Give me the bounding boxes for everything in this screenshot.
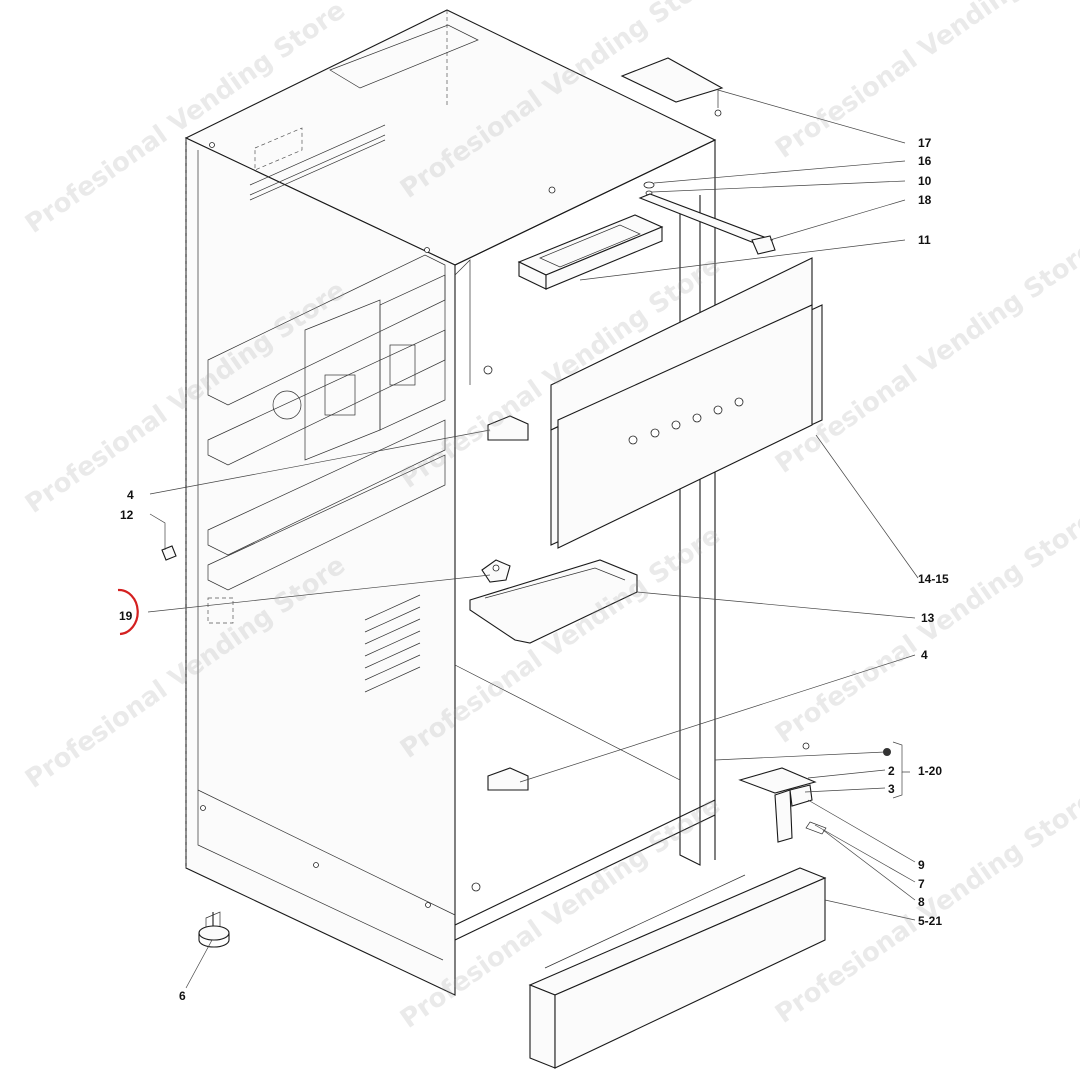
part-4-bracket-lower [487, 767, 529, 791]
callout-11: 11 [918, 233, 931, 247]
callout-16: 16 [918, 154, 932, 168]
cabinet-body [184, 9, 717, 996]
part-12-small-part [161, 545, 177, 561]
callout-1-20: 1-20 [918, 764, 943, 778]
callout-4-lower: 4 [921, 648, 928, 662]
part-11-tray [517, 214, 664, 290]
callout-10: 10 [918, 174, 932, 188]
part-4-bracket-upper [487, 415, 529, 441]
callout-2: 2 [888, 764, 895, 778]
part-2-hinge-plate [738, 742, 817, 794]
callout-14-15: 14-15 [918, 572, 949, 586]
callout-4-upper: 4 [127, 488, 134, 502]
highlight-circle [117, 588, 139, 636]
callout-8: 8 [918, 895, 925, 909]
part-19-clip [481, 559, 511, 583]
part-5-21-base-cover [528, 867, 827, 1069]
part-14-15-panel [550, 257, 823, 549]
part-6-foot [198, 911, 230, 948]
callout-9: 9 [918, 858, 925, 872]
callout-18: 18 [918, 193, 932, 207]
part-13-shelf [469, 559, 638, 644]
callout-7: 7 [918, 877, 925, 891]
callout-3: 3 [888, 782, 895, 796]
callout-12: 12 [120, 508, 134, 522]
callout-19: 19 [119, 609, 133, 623]
callout-5-21: 5-21 [918, 914, 943, 928]
part-7-8-screw [805, 821, 827, 835]
part-17-top-bracket [620, 57, 724, 117]
callout-13: 13 [921, 611, 935, 625]
leader-lines [147, 89, 919, 989]
part-18-hinge-bar [638, 181, 776, 255]
callout-17: 17 [918, 136, 932, 150]
callout-6: 6 [179, 989, 186, 1003]
part-9-hinge-bracket [774, 784, 813, 843]
